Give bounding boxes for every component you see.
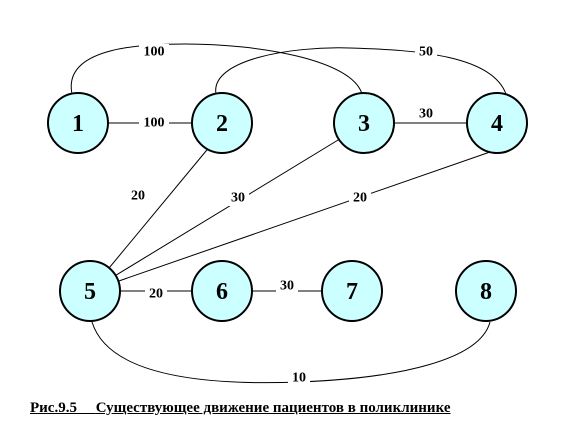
edge-weight-label: 100 xyxy=(144,116,165,131)
node-circle xyxy=(333,92,395,154)
node-label: 6 xyxy=(216,279,228,305)
node-label: 3 xyxy=(358,111,370,137)
edge-2-4 xyxy=(215,47,507,95)
edge-weight-3-5: 30 xyxy=(227,190,249,206)
edge-weight-background xyxy=(349,190,371,206)
node-circle xyxy=(191,260,253,322)
node-circle xyxy=(466,92,528,154)
node-label: 2 xyxy=(216,111,228,137)
figure-caption: Рис.9.5 Существующее движение пациентов … xyxy=(30,400,545,417)
weights-layer: 100 50 100 30 20 30 20 20 30 10 xyxy=(127,44,437,386)
node-label: 5 xyxy=(84,279,96,305)
edge-weight-background xyxy=(276,278,298,294)
edge-1-3 xyxy=(70,43,363,95)
figure-label: Рис.9.5 xyxy=(30,400,77,416)
edge-weight-1-3: 100 xyxy=(139,44,169,60)
edge-weight-3-4: 30 xyxy=(415,106,437,122)
edge-weight-4-5: 20 xyxy=(349,190,371,206)
edge-weight-background xyxy=(145,286,167,302)
node-label: 7 xyxy=(346,279,358,305)
edge-weight-background xyxy=(139,44,169,60)
node-circle xyxy=(321,260,383,322)
node-8: 8 xyxy=(455,260,517,322)
edge-weight-5-6: 20 xyxy=(145,286,167,302)
node-4: 4 xyxy=(466,92,528,154)
node-label: 8 xyxy=(480,279,492,305)
edges-layer xyxy=(70,43,507,384)
edge-weight-background xyxy=(227,190,249,206)
figure-title: Существующее движение пациентов в поликл… xyxy=(95,400,451,416)
edge-weight-label: 30 xyxy=(419,107,433,122)
node-circle xyxy=(47,92,109,154)
node-2: 2 xyxy=(191,92,253,154)
edge-weight-background xyxy=(288,370,310,386)
edge-3-5 xyxy=(89,136,344,292)
node-6: 6 xyxy=(191,260,253,322)
edge-weight-label: 50 xyxy=(419,45,433,60)
edge-weight-5-8: 10 xyxy=(288,370,310,386)
edge-weight-background xyxy=(415,106,437,122)
edge-weight-label: 20 xyxy=(149,287,163,302)
edge-weight-1-2: 100 xyxy=(139,115,169,131)
edge-4-5 xyxy=(89,151,491,292)
node-circle xyxy=(455,260,517,322)
edge-2-5 xyxy=(89,144,212,292)
node-label: 1 xyxy=(72,111,84,137)
edge-weight-background xyxy=(127,188,149,204)
edge-weight-label: 30 xyxy=(280,279,294,294)
edge-weight-2-4: 50 xyxy=(415,44,437,60)
node-1: 1 xyxy=(47,92,109,154)
edge-weight-2-5: 20 xyxy=(127,188,149,204)
node-circle xyxy=(191,92,253,154)
node-7: 7 xyxy=(321,260,383,322)
edge-weight-label: 20 xyxy=(353,191,367,206)
edge-weight-label: 10 xyxy=(292,371,306,386)
edge-weight-label: 20 xyxy=(131,189,145,204)
edge-weight-label: 100 xyxy=(144,45,165,60)
edge-weight-background xyxy=(415,44,437,60)
edge-weight-background xyxy=(139,115,169,131)
node-3: 3 xyxy=(333,92,395,154)
nodes-layer: 1 2 3 4 5 6 7 8 xyxy=(47,92,528,322)
node-label: 4 xyxy=(491,111,503,137)
edge-weight-label: 30 xyxy=(231,191,245,206)
node-circle xyxy=(59,260,121,322)
edge-weight-6-7: 30 xyxy=(276,278,298,294)
node-5: 5 xyxy=(59,260,121,322)
